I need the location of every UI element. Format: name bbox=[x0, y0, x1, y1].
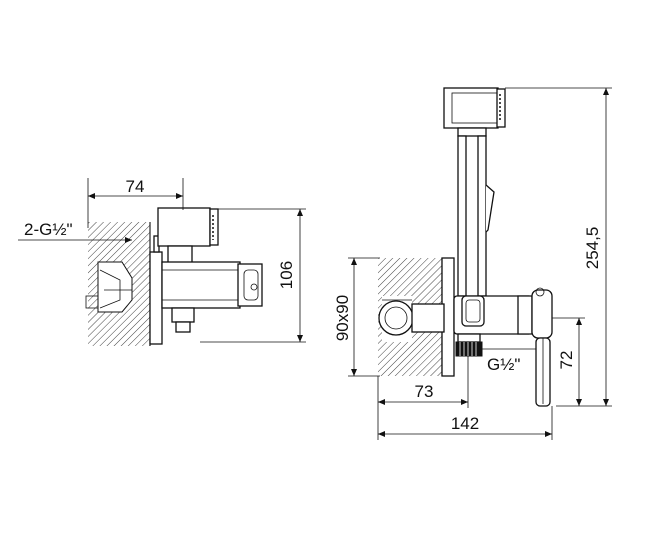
side-valve-core bbox=[85, 269, 132, 309]
front-shower-head bbox=[443, 87, 506, 137]
dim-label-73: 73 bbox=[415, 382, 434, 401]
dim-106: 106 bbox=[200, 208, 306, 343]
side-escutcheon bbox=[149, 251, 163, 345]
dim-label-90x90: 90x90 bbox=[333, 295, 352, 341]
dim-label-thread-2g: 2-G½" bbox=[24, 220, 73, 239]
dim-thread-2g: 2-G½" bbox=[18, 220, 132, 243]
dim-label-106: 106 bbox=[277, 261, 296, 289]
dim-thread-g: G½" bbox=[482, 348, 536, 374]
front-view: 254,5 72 90x90 G½" 73 bbox=[333, 87, 612, 440]
side-outlet bbox=[171, 307, 195, 333]
front-shower-handle bbox=[457, 135, 495, 297]
side-shower-holder bbox=[157, 207, 219, 265]
side-mixer-body bbox=[161, 261, 263, 309]
dim-label-74: 74 bbox=[126, 177, 145, 196]
dim-90x90: 90x90 bbox=[333, 257, 380, 377]
dim-label-254-5: 254,5 bbox=[583, 227, 602, 270]
dim-72: 72 bbox=[552, 317, 585, 406]
front-threaded-outlet bbox=[455, 333, 483, 357]
front-lever bbox=[531, 287, 553, 407]
side-view: 74 2-G½" 106 bbox=[18, 177, 306, 346]
dim-142: 142 bbox=[378, 406, 553, 440]
front-wall-fitting bbox=[378, 299, 414, 336]
dim-74: 74 bbox=[87, 177, 184, 228]
side-wall-hatch bbox=[88, 222, 151, 346]
dim-label-142: 142 bbox=[451, 414, 479, 433]
dim-label-thread-g: G½" bbox=[487, 355, 520, 374]
front-mixer-body bbox=[453, 295, 533, 335]
dim-73: 73 bbox=[377, 356, 469, 440]
dim-label-72: 72 bbox=[557, 351, 576, 370]
dim-254-5: 254,5 bbox=[505, 87, 612, 407]
